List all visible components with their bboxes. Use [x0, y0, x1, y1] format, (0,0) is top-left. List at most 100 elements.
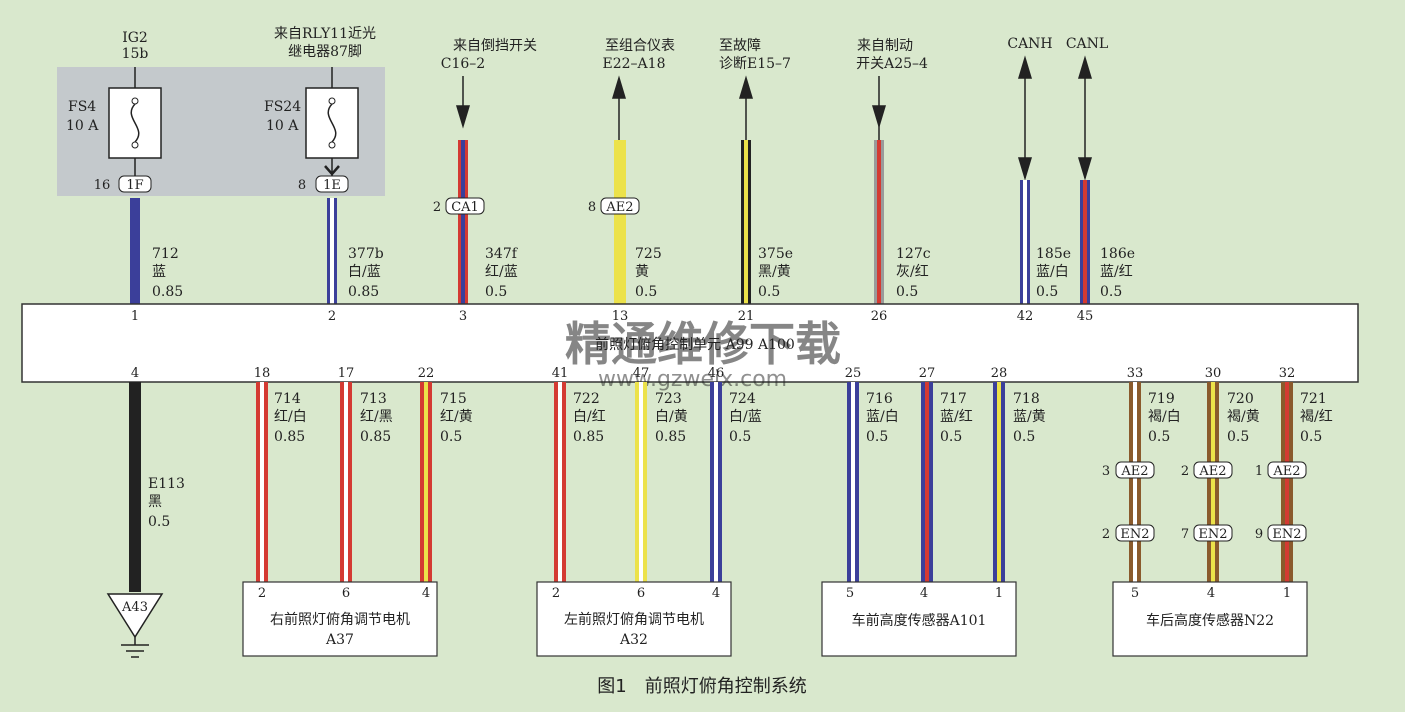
wire-gauge: 0.5: [729, 429, 751, 445]
connector-ca1-label: CA1: [451, 200, 479, 215]
wire-722: [554, 382, 566, 582]
connector-1e-label: 1E: [323, 178, 341, 193]
wire-color: 白/蓝: [729, 409, 762, 425]
wire-stripe: [714, 382, 718, 582]
connector-ae2-icon: [1193, 461, 1233, 479]
wire-gauge: 0.85: [655, 429, 686, 445]
connector-ae2-icon: [600, 197, 640, 215]
fs4-rating: 10 A: [66, 118, 99, 134]
connector-label: EN2: [1120, 527, 1149, 542]
pin-label: 28: [991, 366, 1008, 381]
pin-label: 42: [1017, 309, 1034, 324]
wire-723: [635, 382, 647, 582]
wire-gauge: 0.5: [1013, 429, 1035, 445]
wire-724: [710, 382, 722, 582]
diag-sub-label: 诊断E15–7: [719, 56, 791, 72]
connector-pin: 7: [1181, 527, 1189, 542]
device-pin: 4: [920, 586, 928, 601]
wire-gauge: 0.5: [440, 429, 462, 445]
module-label: 前照灯俯角控制单元 A99 A100: [595, 336, 795, 353]
connector-1f-pin: 16: [94, 178, 111, 193]
pin-label: 22: [418, 366, 435, 381]
wire-circuit: 713: [360, 391, 387, 407]
device-box: [1112, 581, 1308, 657]
device-name: 右前照灯俯角调节电机: [270, 611, 410, 628]
wire-gauge: 0.5: [635, 284, 657, 300]
rly11-sub-label: 继电器87脚: [288, 44, 362, 60]
connector-en2-icon: [1267, 524, 1307, 542]
connector-ca1-icon: [445, 197, 485, 215]
module-top-pins: 1 2 3 13 21 26 42 45: [131, 309, 1093, 324]
wire-gauge: 0.85: [360, 429, 391, 445]
device-name: 车后高度传感器N22: [1146, 612, 1274, 629]
wire-gauge: 0.5: [1036, 284, 1058, 300]
rly11-label: 来自RLY11近光: [274, 26, 376, 42]
wire-stripe: [744, 140, 748, 304]
device-pin: 4: [1207, 586, 1215, 601]
brake-sub-label: 开关A25–4: [856, 56, 928, 72]
reverse-sub-label: C16–2: [441, 56, 485, 72]
wire-color: 蓝/红: [1100, 264, 1133, 280]
device-box: [536, 581, 732, 657]
wire-stripe: [424, 382, 428, 582]
wire-gauge: 0.5: [866, 429, 888, 445]
fs24-terminal-icon: [328, 141, 336, 149]
wire-circuit: 716: [866, 391, 893, 407]
arrow-down-icon: [1017, 157, 1033, 181]
wire-347f: [458, 140, 468, 304]
arrow-down-icon: [455, 105, 471, 129]
wire-circuit: E113: [148, 476, 185, 492]
wire-gauge: 0.5: [485, 284, 507, 300]
wire-color: 红/蓝: [485, 264, 518, 280]
device-name: 车前高度传感器A101: [852, 612, 987, 629]
pin-label: 21: [738, 309, 755, 324]
wire-color: 蓝/白: [866, 409, 899, 425]
wire-gauge: 0.5: [758, 284, 780, 300]
ig2-label: IG2: [122, 30, 148, 46]
wire-gauge: 0.5: [1148, 429, 1170, 445]
watermark-url: www.gzweix.com: [598, 367, 787, 392]
arrow-up-icon: [1017, 55, 1033, 79]
connector-pin: 1: [1255, 464, 1263, 479]
device-left-motor: 2 6 4 左前照灯俯角调节电机 A32: [536, 581, 732, 657]
wire-e113: [129, 382, 141, 592]
module-bottom-pins: 4 18 17 22 41 47 46 25 27 28 33 30 32: [131, 366, 1295, 381]
device-code: A37: [325, 632, 354, 648]
wire-stripe: [997, 382, 1001, 582]
device-box: [821, 581, 1017, 657]
wire-color: 蓝: [152, 264, 166, 280]
arrow-down-icon: [871, 105, 887, 129]
wire-gauge: 0.5: [896, 284, 918, 300]
arrow-down-icon: [1077, 157, 1093, 181]
connector-ae2-label: AE2: [605, 200, 633, 215]
wire-stripe: [1133, 382, 1137, 582]
pin-label: 47: [633, 366, 650, 381]
wire-gauge: 0.5: [940, 429, 962, 445]
pin-label: 1: [131, 309, 139, 324]
ground-block-icon: [106, 593, 164, 639]
wire-stripe: [1023, 180, 1027, 304]
connector-ae2-icon: [1267, 461, 1307, 479]
pin-label: 17: [338, 366, 355, 381]
device-front-height-sensor: 5 4 1 车前高度传感器A101: [821, 581, 1017, 657]
wire-circuit: 720: [1227, 391, 1254, 407]
device-pin: 5: [1131, 586, 1139, 601]
wire-circuit: 717: [940, 391, 967, 407]
wire-color: 蓝/白: [1036, 264, 1069, 280]
pin-label: 3: [459, 309, 467, 324]
wire-725: [614, 140, 626, 304]
wire-gauge: 0.85: [573, 429, 604, 445]
pin-label: 26: [871, 309, 888, 324]
connector-ae2-pin: 8: [588, 200, 596, 215]
wire-714: [256, 382, 268, 582]
pin-label: 25: [845, 366, 862, 381]
fs24-terminal-icon: [328, 97, 336, 105]
pin-label: 2: [328, 309, 336, 324]
wire-719: [1129, 382, 1141, 582]
cluster-sub-label: E22–A18: [603, 56, 666, 72]
wire-circuit: 377b: [348, 246, 384, 262]
pin-label: 45: [1077, 309, 1094, 324]
connector-label: EN2: [1198, 527, 1227, 542]
